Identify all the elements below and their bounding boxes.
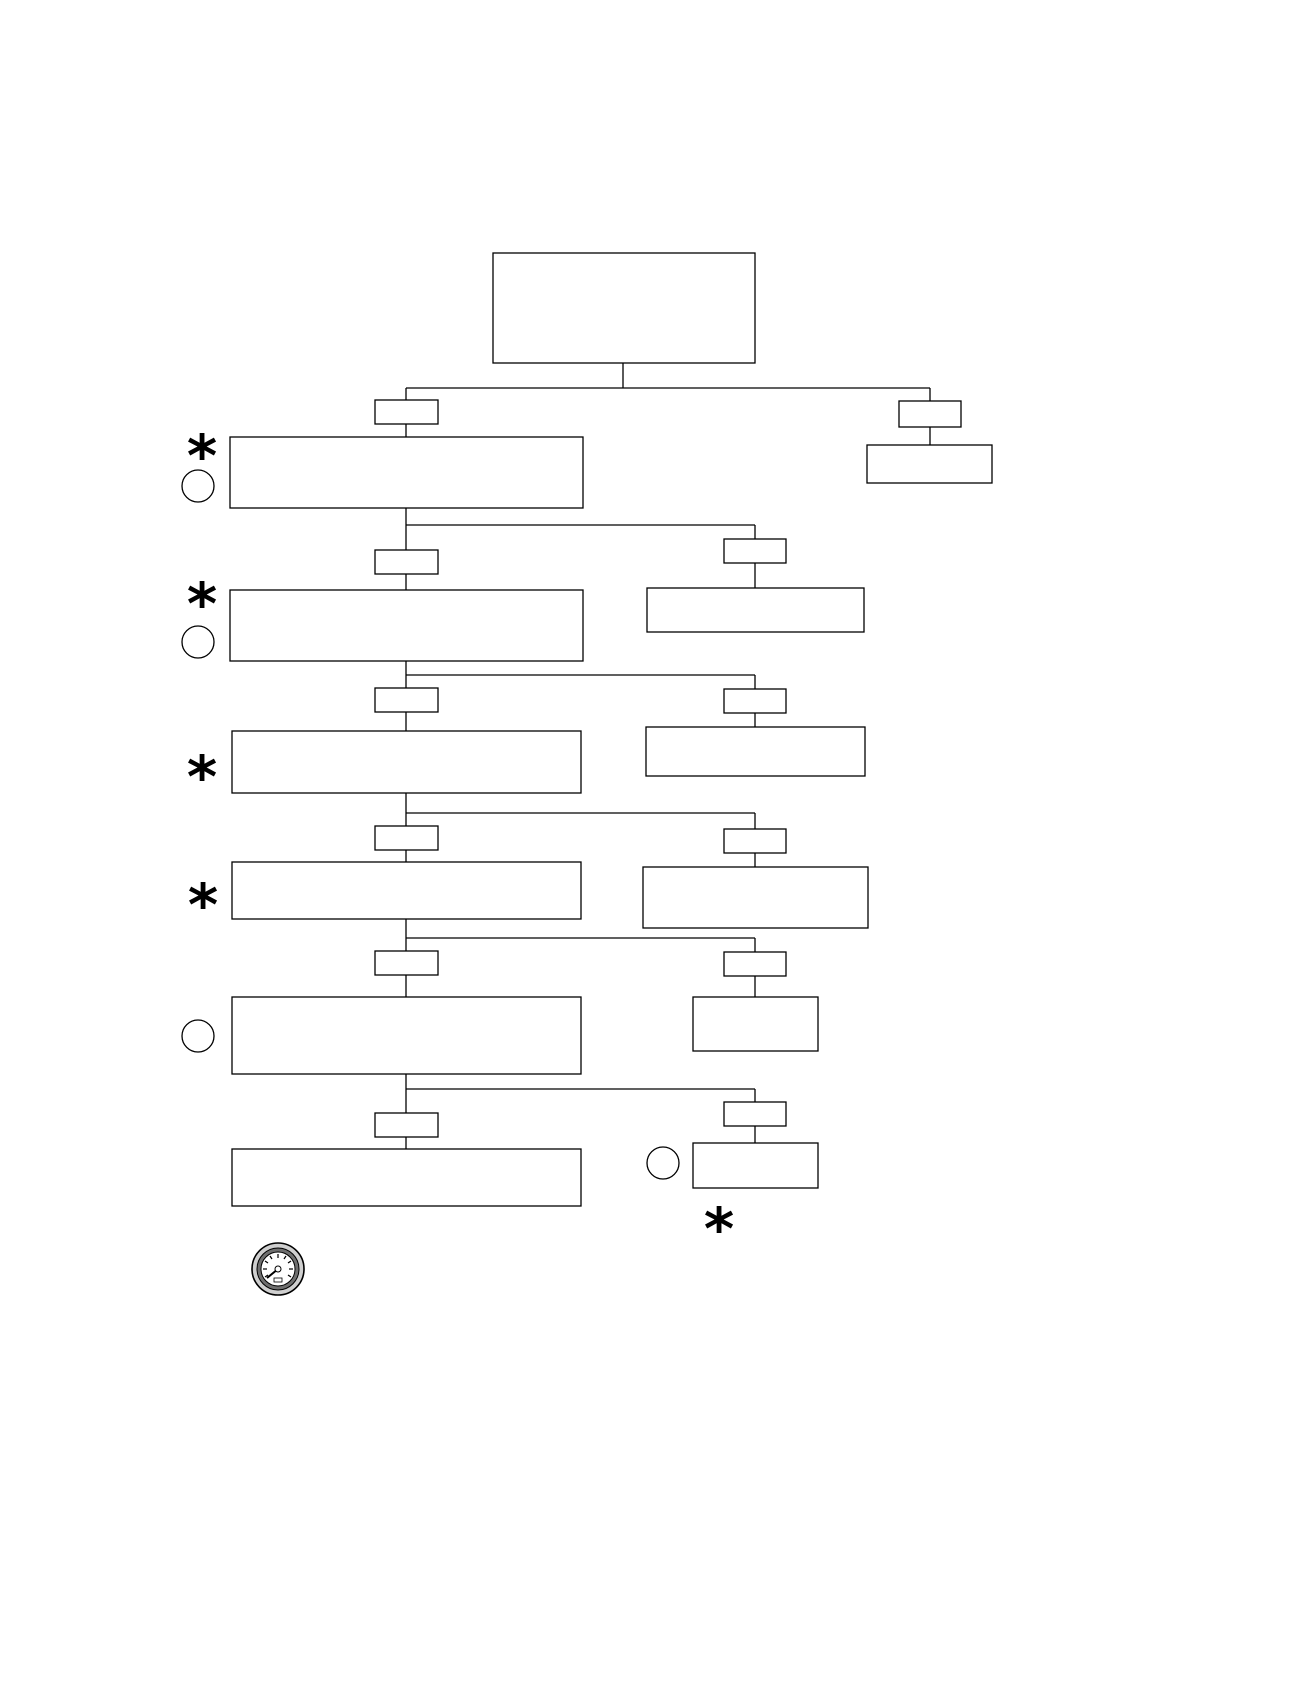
asterisk-marker-result-6: * <box>704 1195 734 1263</box>
no-label-box-1 <box>898 400 962 428</box>
result-box-6 <box>692 1142 819 1189</box>
result-box-5 <box>692 996 819 1052</box>
yes-label-box-2 <box>374 549 439 575</box>
asterisk-marker-step-4: * <box>188 871 218 939</box>
yes-label-box-5 <box>374 950 439 976</box>
yes-label-box-4 <box>374 825 439 851</box>
result-box-3 <box>645 726 866 777</box>
circle-marker-step-2 <box>181 625 215 659</box>
gauge-icon <box>251 1242 305 1296</box>
result-box-2 <box>646 587 865 633</box>
circle-marker-step-1 <box>181 469 215 503</box>
yes-label-box-3 <box>374 687 439 713</box>
step-box-6 <box>231 1148 582 1207</box>
root-box <box>492 252 756 364</box>
asterisk-marker-step-3: * <box>187 743 217 811</box>
step-box-4 <box>231 861 582 920</box>
asterisk-marker-step-2: * <box>187 570 217 638</box>
asterisk-marker-step-1: * <box>187 422 217 490</box>
step-box-2 <box>229 589 584 662</box>
no-label-box-6 <box>723 1101 787 1127</box>
result-box-1 <box>866 444 993 484</box>
result-box-4 <box>642 866 869 929</box>
step-box-5 <box>231 996 582 1075</box>
no-label-box-3 <box>723 688 787 714</box>
yes-label-box-6 <box>374 1112 439 1138</box>
no-label-box-4 <box>723 828 787 854</box>
no-label-box-2 <box>723 538 787 564</box>
circle-marker-step-5 <box>181 1019 215 1053</box>
step-box-1 <box>229 436 584 509</box>
no-label-box-5 <box>723 951 787 977</box>
step-box-3 <box>231 730 582 794</box>
circle-marker-result-6 <box>646 1146 680 1180</box>
yes-label-box-1 <box>374 399 439 425</box>
connector-lines <box>405 363 931 1149</box>
